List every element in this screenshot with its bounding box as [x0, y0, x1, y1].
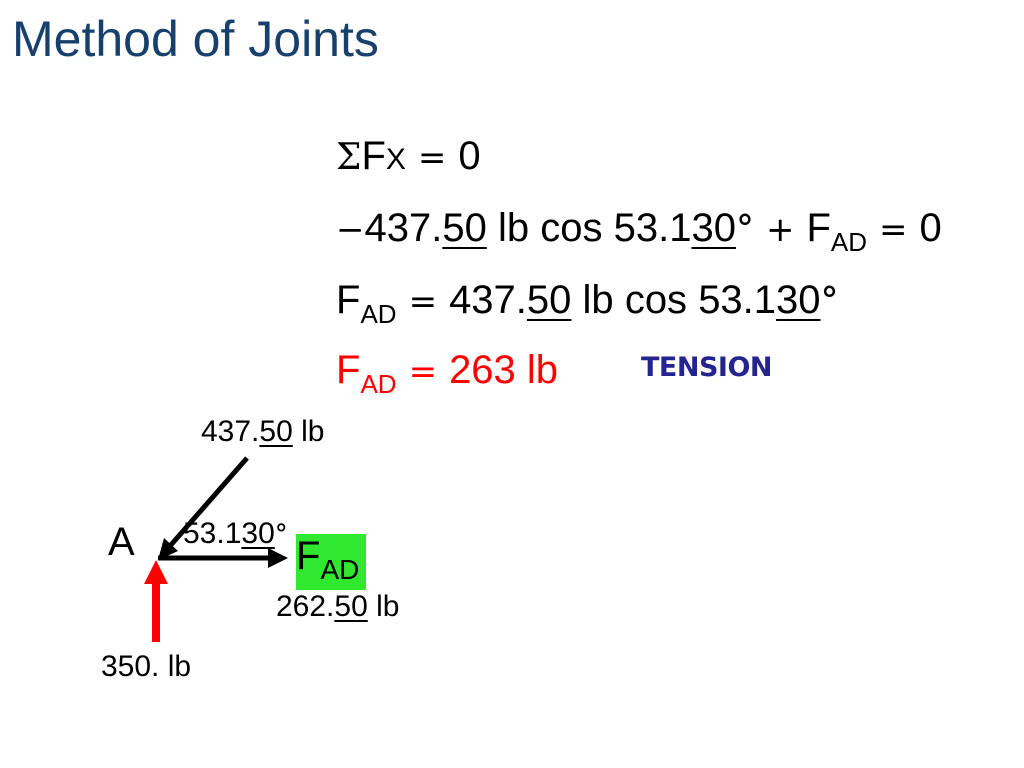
cos-function: cos [540, 206, 603, 250]
reaction-arrowhead [144, 560, 168, 584]
equals-sign: = [417, 138, 447, 178]
force-value-dec: 50 [526, 278, 572, 322]
x-subscript: X [385, 143, 406, 176]
degree-symbol: ° [735, 209, 754, 250]
diagonal-force-label: 437.50 lb [201, 417, 324, 447]
cos-function: cos [624, 278, 688, 322]
rhs-value: 0 [919, 206, 942, 250]
angle-int: 53.1 [183, 517, 242, 550]
diagonal-force-arrow [161, 456, 249, 556]
equation-expanded: −437.50 lb cos 53.130° + FAD = 0 [336, 206, 942, 255]
fad-highlight-box [296, 534, 366, 590]
fad-label: FAD [296, 534, 359, 584]
fad-arrowhead [268, 548, 288, 568]
force-unit: lb [582, 278, 614, 322]
reaction-force-label: 350. lb [101, 650, 192, 683]
angle-int: 53.1 [698, 278, 777, 322]
force-symbol: F [361, 134, 386, 178]
force-right-dec: 50 [334, 590, 368, 623]
force-top-dec: 50 [259, 415, 293, 448]
fad-subscript: AD [360, 299, 397, 329]
equation-result: FAD = 263 lb [336, 348, 559, 397]
force-value-dec: 50 [442, 206, 487, 250]
fad-symbol: F [336, 278, 361, 322]
force-unit: lb [497, 206, 530, 250]
degree-symbol: ° [820, 281, 839, 322]
force-value-int: 437. [364, 206, 443, 250]
angle-int: 53.1 [613, 206, 692, 250]
equals-sign: = [879, 210, 908, 250]
equals-sign: = [408, 282, 438, 322]
equals-sign: = [408, 352, 438, 392]
angle-dec: 30 [691, 206, 736, 250]
angle-label: 53.130° [183, 519, 288, 549]
force-top-unit: lb [301, 415, 325, 448]
fad-force-value-label: 262.50 lb [276, 592, 399, 622]
joint-label: A [108, 520, 135, 564]
fad-symbol: F [806, 206, 831, 250]
page-title: Method of Joints [12, 11, 379, 67]
fad-subscript: AD [360, 369, 397, 399]
fad-symbol: F [336, 348, 361, 392]
fad-subscript: AD [320, 554, 360, 585]
equation-solve-fad: FAD = 437.50 lb cos 53.130° [336, 278, 839, 327]
force-value-int: 437. [449, 278, 527, 322]
tension-label: TENSION [641, 352, 773, 383]
angle-dec: 30 [776, 278, 821, 322]
angle-dec: 30 [241, 517, 275, 550]
plus-sign: + [765, 210, 795, 250]
minus-sign: − [336, 210, 365, 250]
equation-sum-fx: ΣFX = 0 [336, 136, 481, 176]
fad-symbol: F [296, 534, 321, 578]
sigma-symbol: Σ [336, 137, 362, 178]
result-value: 263 lb [449, 348, 559, 392]
force-right-unit: lb [376, 590, 400, 623]
degree-symbol: ° [274, 520, 288, 550]
force-right-int: 262. [276, 590, 335, 623]
fad-subscript: AD [830, 227, 868, 257]
diagonal-arrowhead [158, 538, 178, 560]
force-top-int: 437. [201, 415, 260, 448]
rhs-value: 0 [458, 134, 481, 178]
